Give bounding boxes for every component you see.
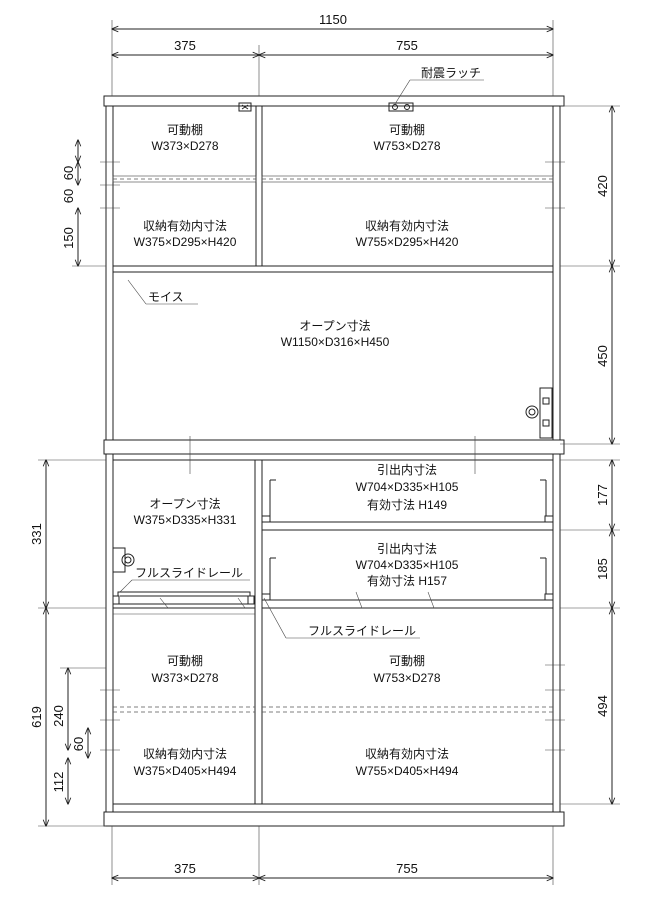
lower-left-open-title: オープン寸法 (149, 497, 220, 511)
drawer1-title: 引出内寸法 (377, 463, 437, 477)
drawer1-size: W704×D335×H105 (356, 480, 459, 494)
dim-left-60c: 60 (71, 737, 86, 751)
dim-top-left-width: 375 (174, 38, 196, 53)
lower-left-shelf-title: 可動棚 (167, 653, 203, 668)
dim-right-420: 420 (595, 175, 610, 197)
latch-icon-left (238, 102, 252, 112)
drawer2-title: 引出内寸法 (377, 542, 437, 556)
bottom-dimensions: 375 755 (112, 826, 553, 885)
lock-icon-left (112, 547, 135, 573)
drawer1-effective: 有効寸法 H149 (367, 497, 447, 512)
drawer-1 (261, 479, 554, 523)
dim-left-60a: 60 (61, 166, 76, 180)
lower-right-storage-title: 収納有効内寸法 (365, 746, 449, 761)
dim-bottom-right-width: 755 (396, 861, 418, 876)
callout-latch-label: 耐震ラッチ (421, 66, 481, 80)
open-title: オープン寸法 (299, 319, 370, 333)
lock-icon-right (525, 387, 553, 439)
upper-right-storage-title: 収納有効内寸法 (365, 218, 449, 233)
dim-bottom-left-width: 375 (174, 861, 196, 876)
left-dimensions: 60 60 150 331 619 240 60 112 (29, 140, 106, 826)
dim-right-494: 494 (595, 695, 610, 717)
callout-rail-left-label: フルスライドレール (135, 566, 243, 580)
right-dimensions: 420 450 177 185 494 (560, 106, 620, 804)
lower-left-storage-size: W375×D405×H494 (134, 764, 237, 778)
callout-moulding-label: モイス (148, 290, 184, 304)
top-dimensions: 1150 375 755 (112, 12, 553, 96)
dim-total-width: 1150 (319, 12, 347, 27)
open-size: W1150×D316×H450 (281, 335, 390, 349)
upper-right-shelf-title: 可動棚 (389, 122, 425, 137)
dim-right-450: 450 (595, 345, 610, 367)
dim-left-60b: 60 (61, 189, 76, 203)
upper-shelves (112, 175, 554, 183)
lower-right-shelf-size: W753×D278 (373, 671, 440, 685)
drawer-2 (261, 557, 554, 601)
upper-left-shelf-size: W373×D278 (151, 139, 218, 153)
latch-icon-right (388, 102, 414, 112)
upper-left-storage-title: 収納有効内寸法 (143, 218, 227, 233)
lower-right-storage-size: W755×D405×H494 (356, 764, 459, 778)
lower-left-open-size: W375×D335×H331 (134, 513, 237, 527)
callout-latch: 耐震ラッチ (394, 66, 484, 105)
dim-left-619: 619 (29, 706, 44, 728)
dim-right-177: 177 (595, 484, 610, 506)
callout-rail-left: フルスライドレール (119, 566, 250, 593)
shelf-pin-ticks (100, 161, 565, 751)
upper-left-shelf-title: 可動棚 (167, 122, 203, 137)
dim-left-112: 112 (51, 772, 66, 793)
lower-left-shelf-size: W373×D278 (151, 671, 218, 685)
upper-right-storage-size: W755×D295×H420 (356, 235, 459, 249)
lower-shelves (113, 706, 553, 713)
callout-rail-center-label: フルスライドレール (308, 624, 416, 638)
dim-left-331: 331 (29, 523, 44, 545)
left-slide-tray (112, 591, 255, 605)
lower-right-shelf-title: 可動棚 (389, 653, 425, 668)
dim-left-150: 150 (61, 227, 76, 249)
callout-moulding: モイス (127, 279, 198, 305)
callout-rail-center: フルスライドレール (263, 597, 420, 639)
upper-left-storage-size: W375×D295×H420 (134, 235, 237, 249)
cabinet-outline (103, 95, 565, 827)
dim-top-right-width: 755 (396, 38, 418, 53)
upper-right-shelf-size: W753×D278 (373, 139, 440, 153)
lower-left-storage-title: 収納有効内寸法 (143, 746, 227, 761)
dim-left-240: 240 (51, 705, 66, 727)
drawer2-effective: 有効寸法 H157 (367, 573, 447, 588)
dim-right-185: 185 (595, 558, 610, 580)
drawer2-size: W704×D335×H105 (356, 558, 459, 572)
